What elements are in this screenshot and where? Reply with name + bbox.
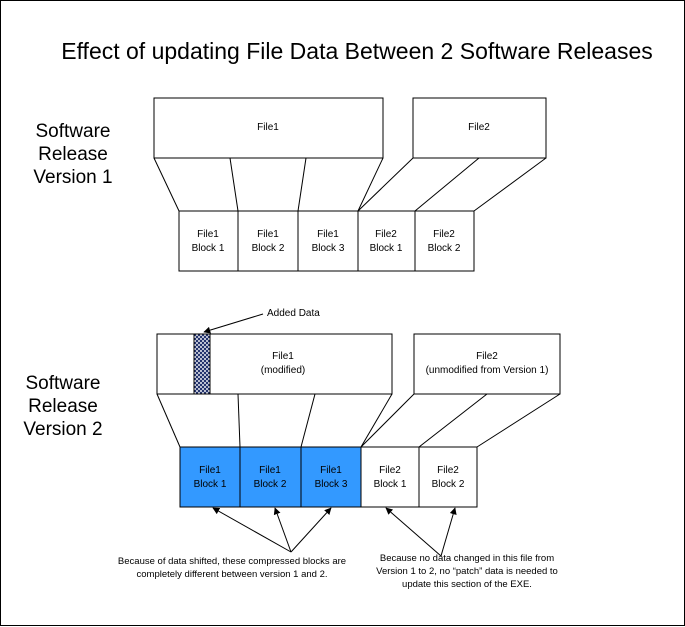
release2-file1-box <box>156 333 393 395</box>
release1-block-1: File1 Block 1 <box>178 210 239 272</box>
release2-label-line2: Release <box>28 396 98 417</box>
svg-text:update this section of the EXE: update this section of the EXE. <box>402 579 532 590</box>
diagram-title: Effect of updating File Data Between 2 S… <box>61 38 653 64</box>
svg-text:File2: File2 <box>379 465 401 476</box>
release1-file1-box <box>153 97 384 159</box>
svg-text:Block 1: Block 1 <box>374 479 407 490</box>
release2-file2-label: File2 <box>476 351 498 362</box>
release1-file1: File1 <box>153 97 384 159</box>
svg-text:Block 2: Block 2 <box>254 479 287 490</box>
svg-text:Block 3: Block 3 <box>312 243 345 254</box>
release1-label: Software Release Version 1 <box>33 121 112 188</box>
svg-text:Block 2: Block 2 <box>432 479 465 490</box>
release1-block-5: File2 Block 2 <box>414 210 475 272</box>
release1-file2: File2 <box>412 97 547 159</box>
release1-label-line1: Software <box>36 121 111 142</box>
release1-file2-label: File2 <box>468 122 490 133</box>
svg-text:File1: File1 <box>317 229 339 240</box>
svg-text:Block 1: Block 1 <box>192 243 225 254</box>
unchanged-blocks-note: Because no data changed in this file fro… <box>376 553 558 590</box>
svg-text:Version 1 to 2, no “patch” dat: Version 1 to 2, no “patch” data is neede… <box>376 566 558 577</box>
release2-block-1: File1 Block 1 <box>179 446 241 508</box>
release2-blocks: File1 Block 1 File1 Block 2 File1 Block … <box>179 446 478 508</box>
svg-text:Block 1: Block 1 <box>370 243 403 254</box>
release2-file1-label: File1 <box>272 351 294 362</box>
svg-text:File2: File2 <box>375 229 397 240</box>
release2-block-5: File2 Block 2 <box>418 446 478 508</box>
release2-file2-box <box>413 333 561 395</box>
release2-file1: File1 (modified) <box>156 333 393 395</box>
release1-block-3: File1 Block 3 <box>297 210 359 272</box>
svg-text:File1: File1 <box>199 465 221 476</box>
release2-block-2: File1 Block 2 <box>239 446 302 508</box>
svg-text:File2: File2 <box>437 465 459 476</box>
svg-text:File1: File1 <box>320 465 342 476</box>
release1-file2-box <box>412 97 547 159</box>
release2-connectors <box>156 393 561 448</box>
svg-text:completely different between v: completely different between version 1 a… <box>137 569 328 580</box>
svg-text:Block 2: Block 2 <box>252 243 285 254</box>
svg-text:Because of data shifted, these: Because of data shifted, these compresse… <box>118 556 346 567</box>
svg-text:Block 3: Block 3 <box>315 479 348 490</box>
svg-text:Block 2: Block 2 <box>428 243 461 254</box>
release1-label-line3: Version 1 <box>33 167 112 188</box>
release2-file1-sublabel: (modified) <box>261 365 305 376</box>
added-data-label: Added Data <box>267 308 320 319</box>
svg-text:File1: File1 <box>197 229 219 240</box>
release1-block-4: File2 Block 1 <box>357 210 416 272</box>
added-data-arrow <box>203 313 264 334</box>
release1-file1-label: File1 <box>257 122 279 133</box>
release1-connectors <box>153 157 547 212</box>
changed-blocks-note: Because of data shifted, these compresse… <box>118 556 346 580</box>
release2-block-4: File2 Block 1 <box>360 446 420 508</box>
release1-blocks: File1 Block 1 File1 Block 2 File1 Block … <box>178 210 475 272</box>
release2-label-line3: Version 2 <box>23 419 102 440</box>
added-data-segment <box>193 333 211 395</box>
release1-label-line2: Release <box>38 144 108 165</box>
release2-label-line1: Software <box>26 373 101 394</box>
release2-label: Software Release Version 2 <box>23 373 102 440</box>
release2-block-3: File1 Block 3 <box>300 446 362 508</box>
release2-file2-sublabel: (unmodified from Version 1) <box>426 365 549 376</box>
unchanged-blocks-arrows <box>385 507 457 557</box>
release1-block-2: File1 Block 2 <box>237 210 299 272</box>
release2-file2: File2 (unmodified from Version 1) <box>413 333 561 395</box>
svg-text:Block 1: Block 1 <box>194 479 227 490</box>
svg-text:File2: File2 <box>433 229 455 240</box>
svg-text:File1: File1 <box>257 229 279 240</box>
svg-text:Because no data changed in thi: Because no data changed in this file fro… <box>380 553 554 564</box>
svg-text:File1: File1 <box>259 465 281 476</box>
changed-blocks-arrows <box>212 507 332 553</box>
